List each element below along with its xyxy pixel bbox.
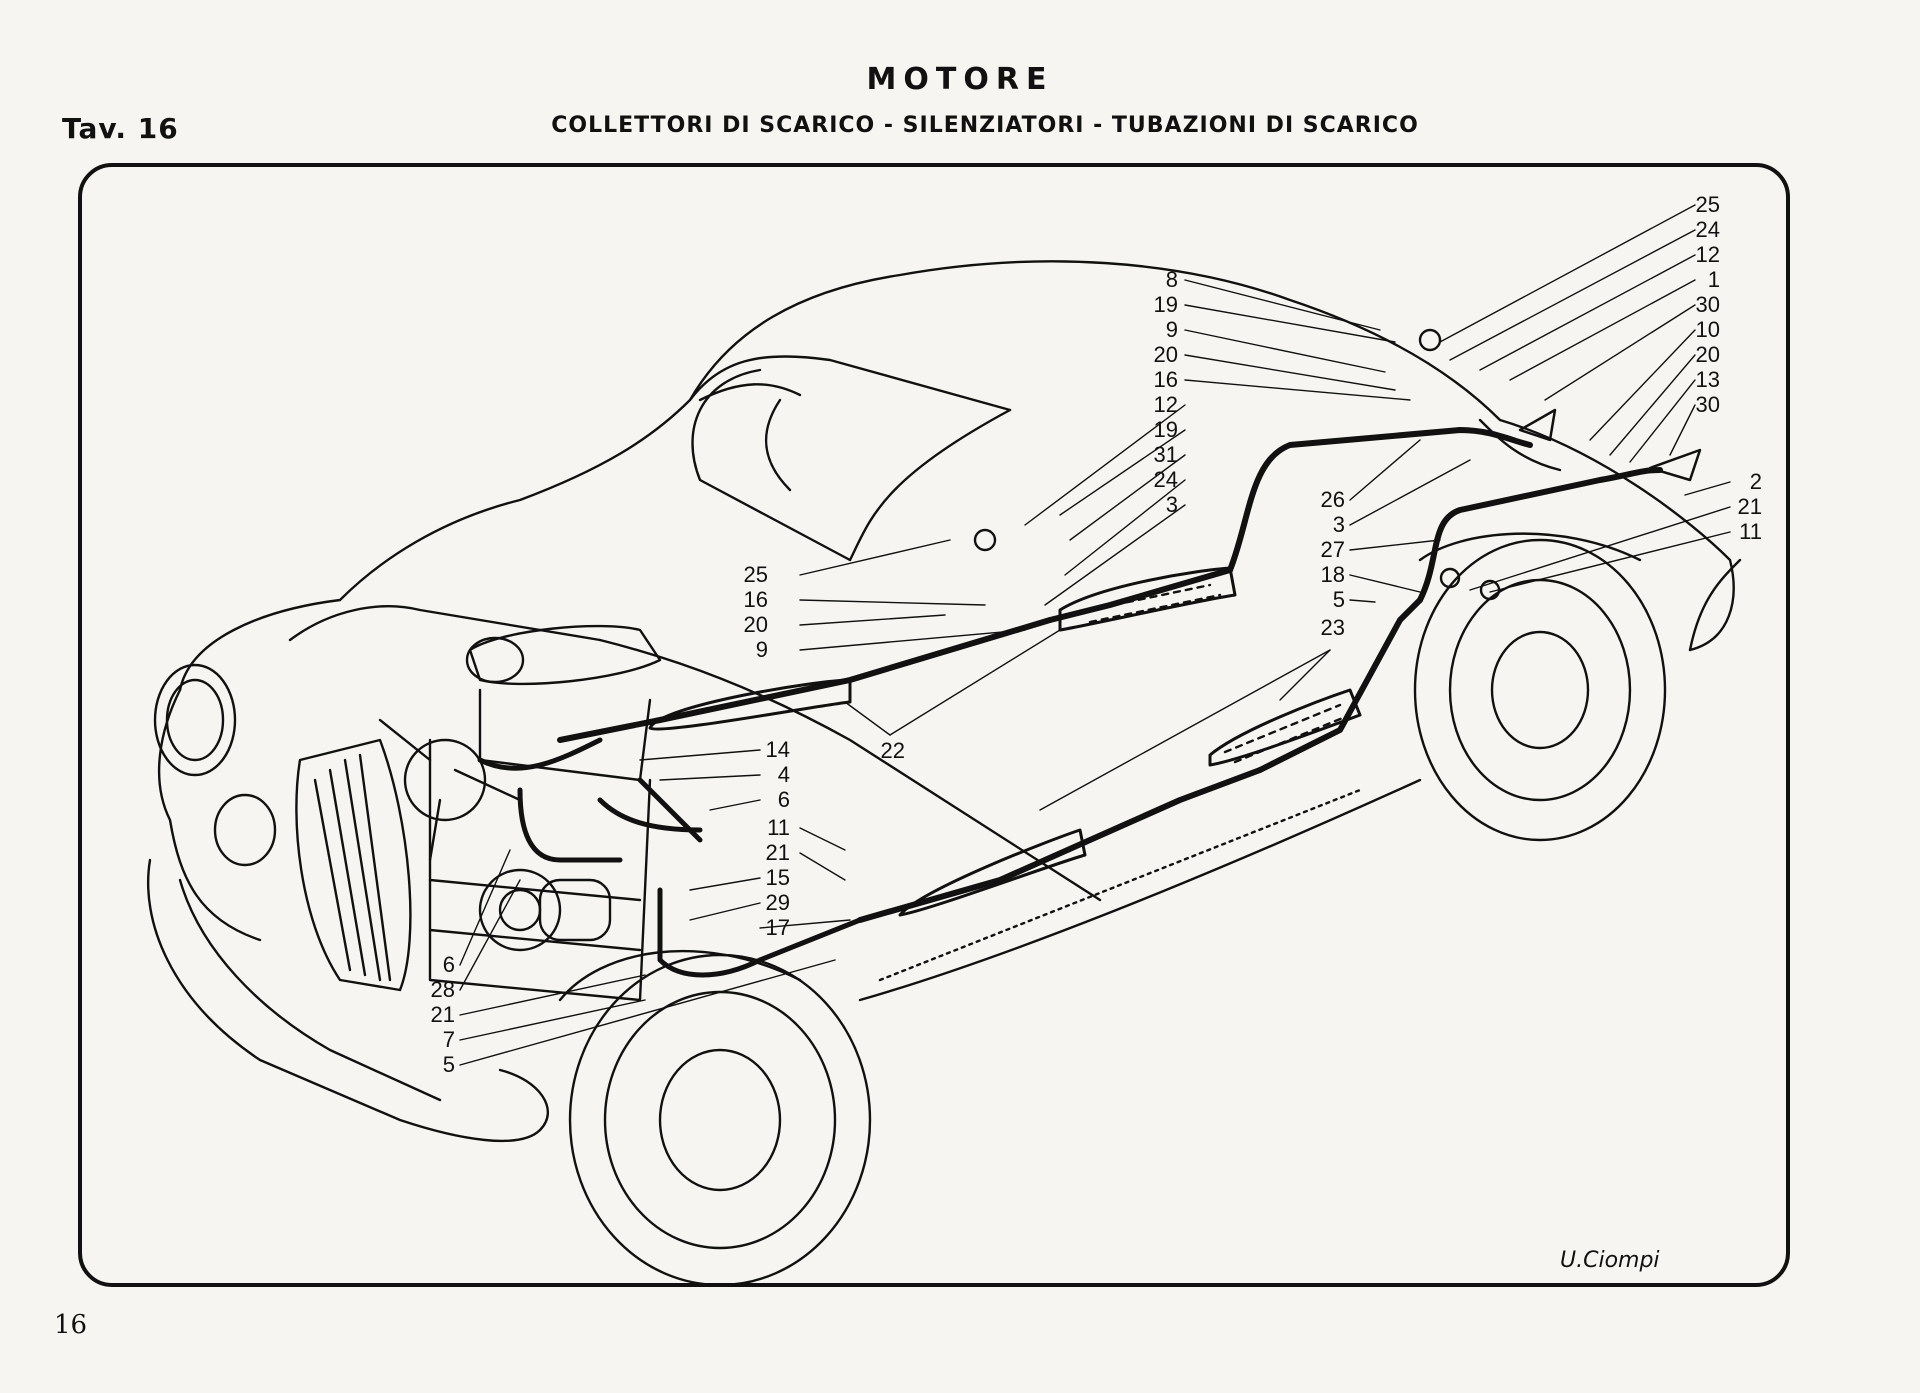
callout-label: 3 (1166, 492, 1178, 517)
callout-label: 27 (1321, 537, 1345, 562)
callout-label: 17 (766, 915, 790, 940)
plate-number: Tav. 16 (62, 112, 179, 145)
callout-label: 4 (778, 762, 790, 787)
callout-label: 7 (443, 1027, 455, 1052)
callout-label: 12 (1154, 392, 1178, 417)
rubber-mount-1 (973, 528, 997, 552)
callout-label: 16 (1154, 367, 1178, 392)
callout-label: 6 (778, 787, 790, 812)
callout-label: 28 (431, 977, 455, 1002)
exhaust-manifolds (477, 737, 863, 978)
callout-label: 1 (1708, 267, 1720, 292)
rubber-mount-4 (1439, 567, 1461, 589)
callout-label: 21 (431, 1002, 455, 1027)
callout-label: 21 (766, 840, 790, 865)
callout-label: 20 (1696, 342, 1720, 367)
callout-label: 26 (1321, 487, 1345, 512)
callout-label: 3 (1333, 512, 1345, 537)
callout-label: 31 (1154, 442, 1178, 467)
callout-right-column: 25 24 12 1 30 10 20 13 30 (1696, 192, 1720, 417)
car-body-outline (146, 260, 1742, 1287)
rear-hanger-right (1648, 448, 1702, 482)
callout-label: 19 (1154, 417, 1178, 442)
callout-label: 23 (1321, 615, 1345, 640)
callout-label: 24 (1696, 217, 1720, 242)
muffler-left-front (648, 678, 852, 731)
callout-label: 12 (1696, 242, 1720, 267)
leader-lines (459, 204, 1731, 1066)
callout-label: 18 (1321, 562, 1345, 587)
callout-label: 20 (1154, 342, 1178, 367)
callout-label: 25 (744, 562, 768, 587)
callout-label: 16 (744, 587, 768, 612)
callout-label: 13 (1696, 367, 1720, 392)
callout-label: 30 (1696, 392, 1720, 417)
callout-label: 21 (1738, 494, 1762, 519)
rear-hanger-left (1518, 408, 1557, 442)
callout-label: 2 (1750, 469, 1762, 494)
callout-label: 6 (443, 952, 455, 977)
artist-signature: U.Ciompi (1560, 1248, 1660, 1273)
callout-right-lower: 2 21 11 (1738, 469, 1762, 544)
engine-assembly (378, 624, 662, 1002)
resonator-left (1058, 566, 1237, 632)
callout-label: 24 (1154, 467, 1178, 492)
callout-label: 22 (881, 738, 905, 763)
exhaust-pipe-left (557, 427, 1533, 743)
page-title: MOTORE (866, 62, 1054, 97)
muffler-right (898, 828, 1087, 917)
callout-engine-left: 6 28 21 7 5 (431, 952, 455, 1077)
callout-label: 30 (1696, 292, 1720, 317)
exhaust-pipe-right (857, 467, 1663, 923)
callout-label: 10 (1696, 317, 1720, 342)
resonator-right (1208, 688, 1362, 767)
callout-label: 5 (1333, 587, 1345, 612)
callout-label: 9 (756, 637, 768, 662)
callout-label: 25 (1696, 192, 1720, 217)
callout-label: 9 (1166, 317, 1178, 342)
callout-engine-right: 14 4 6 11 21 15 29 17 (766, 737, 790, 940)
callout-label: 19 (1154, 292, 1178, 317)
callout-muffler-left: 22 (881, 738, 905, 763)
callout-center-right: 26 3 27 18 5 23 (1321, 487, 1345, 640)
callout-label: 5 (443, 1052, 455, 1077)
page-subtitle: COLLETTORI DI SCARICO - SILENZIATORI - T… (551, 113, 1419, 138)
illustration-frame (78, 163, 1790, 1287)
callout-label: 29 (766, 890, 790, 915)
callout-left-upper: 25 16 20 9 (744, 562, 768, 662)
callout-upper-center: 8 19 9 20 16 12 19 31 24 3 (1154, 267, 1178, 517)
callout-label: 15 (766, 865, 790, 890)
rubber-mount-2 (1418, 328, 1442, 352)
callout-label: 14 (766, 737, 790, 762)
callout-label: 20 (744, 612, 768, 637)
callout-label: 8 (1166, 267, 1178, 292)
callout-label: 11 (1739, 519, 1762, 544)
callout-label: 11 (767, 815, 790, 840)
page-number: 16 (54, 1310, 88, 1340)
